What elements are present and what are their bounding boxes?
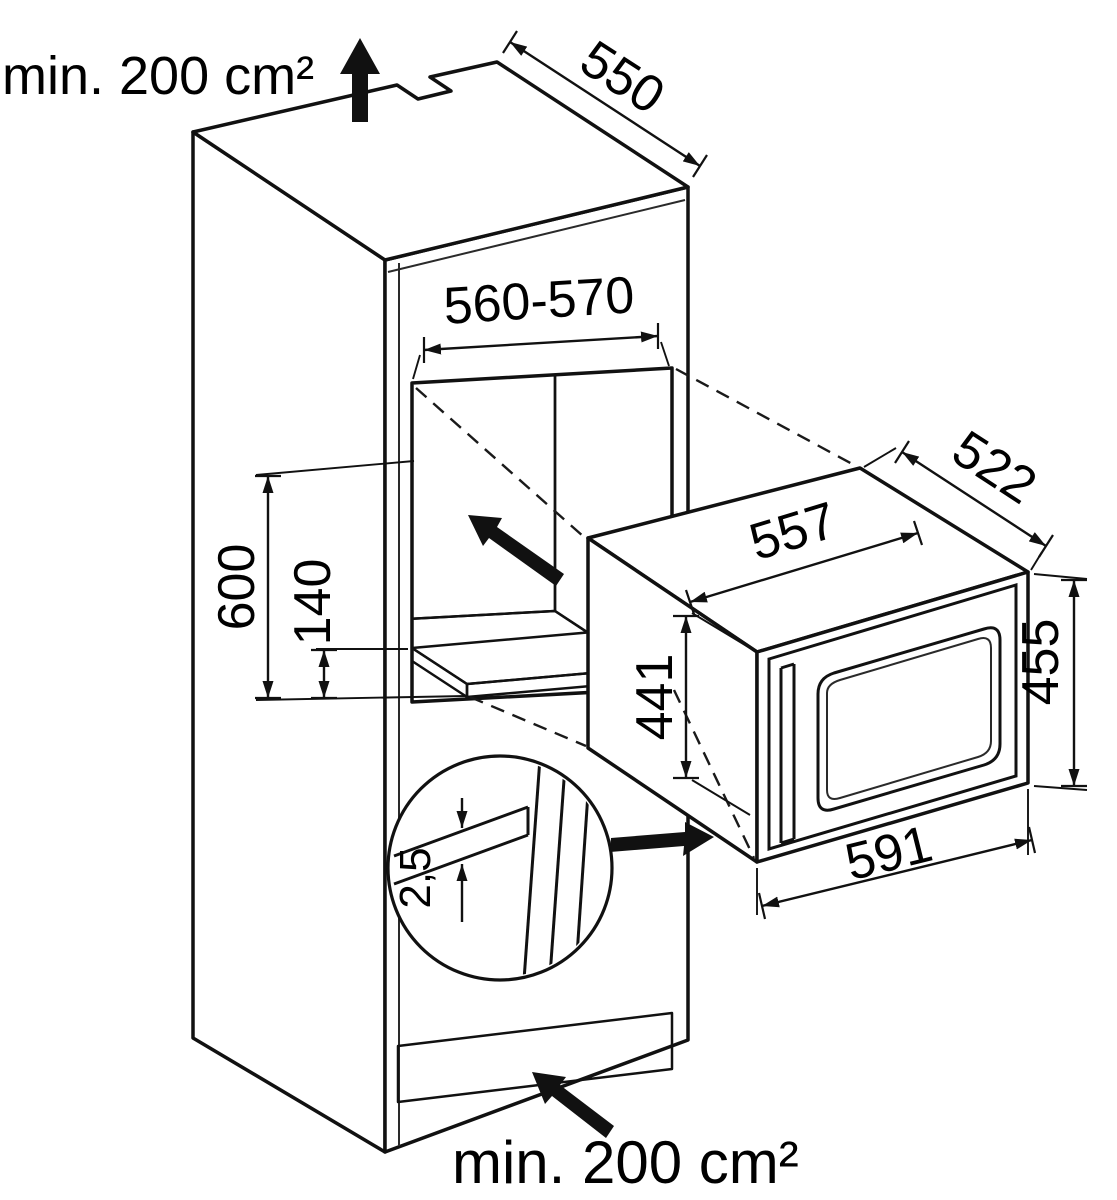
top-vent-label: min. 200 cm² — [2, 46, 314, 106]
projection-line-lower-left — [469, 695, 587, 748]
niche-side-wall — [553, 368, 672, 690]
bottom-vent-label: min. 200 cm² — [452, 1129, 799, 1196]
dimension-niche-height: 600 — [208, 460, 467, 701]
detail-pointer-arrow-icon — [610, 822, 714, 856]
dim-base-vent-height-label: 140 — [284, 559, 342, 646]
detail-circle — [386, 754, 614, 982]
dim-front-frame-height-label: 455 — [1012, 619, 1070, 706]
shelf-left-edge — [410, 646, 469, 699]
dim-appliance-height-label: 441 — [626, 654, 684, 741]
dimension-appliance-height: 441 — [626, 612, 751, 816]
dimension-front-frame-height: 455 — [1012, 573, 1088, 791]
dim-niche-height-label: 600 — [208, 544, 266, 631]
dimension-shelf-gap: 2,5 — [391, 798, 468, 922]
dim-appliance-depth-label: 522 — [942, 420, 1046, 516]
insert-direction-arrow-icon — [468, 515, 564, 586]
dim-shelf-gap-label: 2,5 — [391, 847, 440, 908]
projection-line-upper-left — [415, 387, 585, 538]
projection-line-top — [675, 367, 857, 468]
bottom-airflow-arrow-icon — [532, 1072, 614, 1138]
dimension-niche-width: 560-570 — [412, 266, 670, 380]
door-frame — [767, 582, 1018, 852]
cabinet-panel-edge-top — [387, 199, 686, 273]
door-window-inner — [826, 637, 992, 800]
dim-niche-width-label: 560-570 — [442, 266, 636, 336]
dimension-base-vent-height: 140 — [284, 559, 408, 700]
bottom-vent-strip — [396, 1011, 674, 1104]
dim-cabinet-depth-label: 550 — [570, 30, 674, 126]
door-window — [816, 626, 1002, 812]
top-airflow-arrow-icon — [340, 38, 380, 122]
